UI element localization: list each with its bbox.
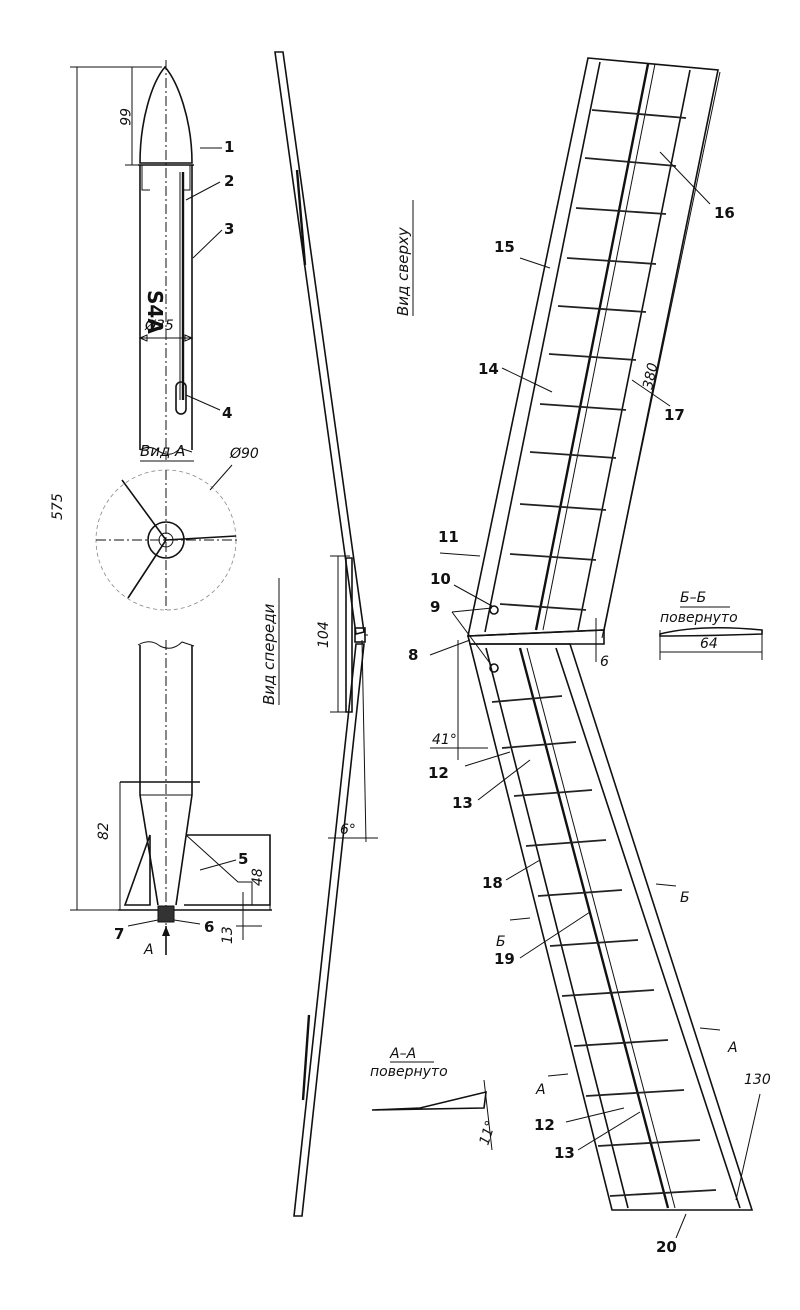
dim-body-diameter: Ø35 xyxy=(144,318,174,334)
view-a-label: Вид А xyxy=(140,442,185,460)
rocket-part-numbers: 1 2 3 4 5 6 7 xyxy=(114,138,248,943)
wing-root xyxy=(466,629,605,645)
part-15: 15 xyxy=(494,238,515,256)
section-aa: А–А повернуто 11° xyxy=(370,1046,500,1151)
cut-mark-b-left: Б xyxy=(496,934,506,950)
dim-stab-diameter: Ø90 xyxy=(229,446,259,462)
part-1: 1 xyxy=(224,138,234,156)
part-7: 7 xyxy=(114,925,124,943)
dim-fin-height: 48 xyxy=(250,868,266,886)
hook xyxy=(175,381,187,415)
part-12-lower: 12 xyxy=(534,1116,555,1134)
wing-upper-ribs xyxy=(499,109,687,611)
nose-cone xyxy=(139,65,193,164)
part-3: 3 xyxy=(224,220,234,238)
part-6: 6 xyxy=(204,918,214,936)
cut-mark-a-left: А xyxy=(535,1082,546,1098)
part-9: 9 xyxy=(430,598,440,616)
part-8: 8 xyxy=(408,646,418,664)
nozzle-plug xyxy=(157,905,175,923)
top-view-label: Вид сверху xyxy=(394,226,412,316)
top-view-part-numbers: 11 10 9 8 12 13 15 14 16 17 18 19 12 13 … xyxy=(408,151,735,1256)
cut-mark-b-right: Б xyxy=(680,890,690,906)
part-14: 14 xyxy=(478,360,499,378)
dim-total-length: 575 xyxy=(50,493,66,520)
part-12-upper: 12 xyxy=(428,764,449,782)
dim-span: 380 xyxy=(640,361,661,391)
dim-dihedral: 6° xyxy=(340,822,356,838)
wing-front-upper xyxy=(274,51,365,635)
dim-tip-chord: 130 xyxy=(744,1072,771,1088)
cut-mark-a-right: А xyxy=(727,1040,738,1056)
dim-nozzle: 13 xyxy=(220,926,236,944)
part-20: 20 xyxy=(656,1238,677,1256)
airfoil-aa xyxy=(371,1090,487,1111)
front-view-label: Вид спереди xyxy=(260,603,278,705)
wing-lower-outline xyxy=(468,643,754,1211)
fin-left xyxy=(123,834,151,906)
rocket-body: S4A Ø35 66 575 Вид А Ø90 xyxy=(50,60,272,958)
part-16: 16 xyxy=(714,204,735,222)
dim-root-gap: 6 xyxy=(600,654,609,670)
wing-front-lower xyxy=(293,643,365,1217)
section-bb: Б–Б повернуто 64 xyxy=(659,590,763,660)
glider-pod xyxy=(345,557,353,713)
part-11: 11 xyxy=(438,528,459,546)
part-2: 2 xyxy=(224,172,234,190)
dim-twist: 11° xyxy=(477,1119,500,1148)
wing-lower-ribs xyxy=(491,695,717,1197)
airfoil-bb xyxy=(659,626,763,637)
cut-mark-a-view: А xyxy=(143,942,154,958)
front-view: 104 6° Вид спереди xyxy=(260,51,378,1217)
part-10: 10 xyxy=(430,570,451,588)
section-bb-title: Б–Б xyxy=(680,590,706,606)
section-aa-subtitle: повернуто xyxy=(370,1064,448,1080)
body-class-label: S4A xyxy=(143,290,167,334)
dim-section-chord: 64 xyxy=(700,636,718,652)
part-4: 4 xyxy=(222,404,232,422)
part-18: 18 xyxy=(482,874,503,892)
part-13-lower: 13 xyxy=(554,1144,575,1162)
section-bb-subtitle: повернуто xyxy=(660,610,738,626)
part-5: 5 xyxy=(238,850,248,868)
part-17: 17 xyxy=(664,406,685,424)
dim-glider-height: 104 xyxy=(316,621,332,648)
top-view: Вид сверху xyxy=(394,57,771,1211)
part-13-upper: 13 xyxy=(452,794,473,812)
section-aa-title: А–А xyxy=(389,1046,416,1062)
dim-tail-height: 82 xyxy=(96,822,112,840)
dim-nose-length: 66 xyxy=(116,108,132,126)
dim-sweep: 41° xyxy=(432,732,457,748)
part-19: 19 xyxy=(494,950,515,968)
